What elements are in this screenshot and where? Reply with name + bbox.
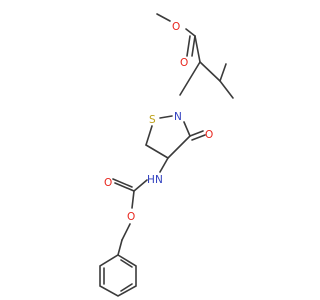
atom-S-ring: S	[149, 114, 156, 126]
bond-NH-C	[133, 179, 148, 192]
atom-N-carbamate: N	[155, 174, 163, 186]
bond-O-ester-carbon	[185, 28, 196, 37]
bond-O-CH2-benzyl	[121, 223, 131, 241]
bond-ring-C-O	[189, 130, 204, 137]
bond-CH-methyl-up	[219, 63, 227, 82]
bond-S-CH2	[145, 125, 153, 146]
bond-C-O-ester	[131, 190, 135, 209]
molecule-diagram: O O S N O H N O O	[99, 13, 234, 297]
bond-ester-C-alpha	[194, 35, 201, 63]
atom-O-carbamate-carbonyl: O	[104, 177, 112, 189]
bond-ring-C-O-double	[191, 134, 206, 141]
bond-carbamate-C-O-2	[112, 178, 133, 188]
bond-methyl-O	[156, 13, 171, 22]
benzene-double-2	[120, 283, 133, 292]
bond-CH2-ring	[117, 239, 123, 256]
atom-H-carbamate: H	[147, 174, 155, 186]
atom-O-ester-carbonyl: O	[180, 57, 188, 69]
bond-alpha-CH	[199, 61, 221, 82]
benzene-ring	[99, 254, 137, 297]
benzene-double-1	[120, 259, 133, 268]
bond-carbonyl-C-N	[183, 121, 191, 137]
bond-N-S	[159, 115, 173, 119]
bond-carbamate-C-O-1	[114, 182, 135, 192]
atom-N-ring: N	[174, 111, 182, 123]
bond-CH2-CH	[145, 144, 169, 159]
bond-ester-carbonyl-2	[186, 35, 191, 57]
bond-CH-carbonyl-C	[167, 135, 191, 159]
bond-alpha-N	[179, 61, 201, 96]
atom-O-carbamate-ester: O	[127, 211, 135, 223]
atom-O-ester-methoxy: O	[172, 21, 180, 33]
structure-canvas: O O S N O H N O O	[99, 13, 234, 297]
bond-CH-NH	[159, 157, 169, 173]
bond-CH-methyl-down	[219, 80, 234, 99]
bond-ester-carbonyl-1	[191, 35, 196, 57]
atom-O-ring-carbonyl: O	[205, 129, 213, 141]
